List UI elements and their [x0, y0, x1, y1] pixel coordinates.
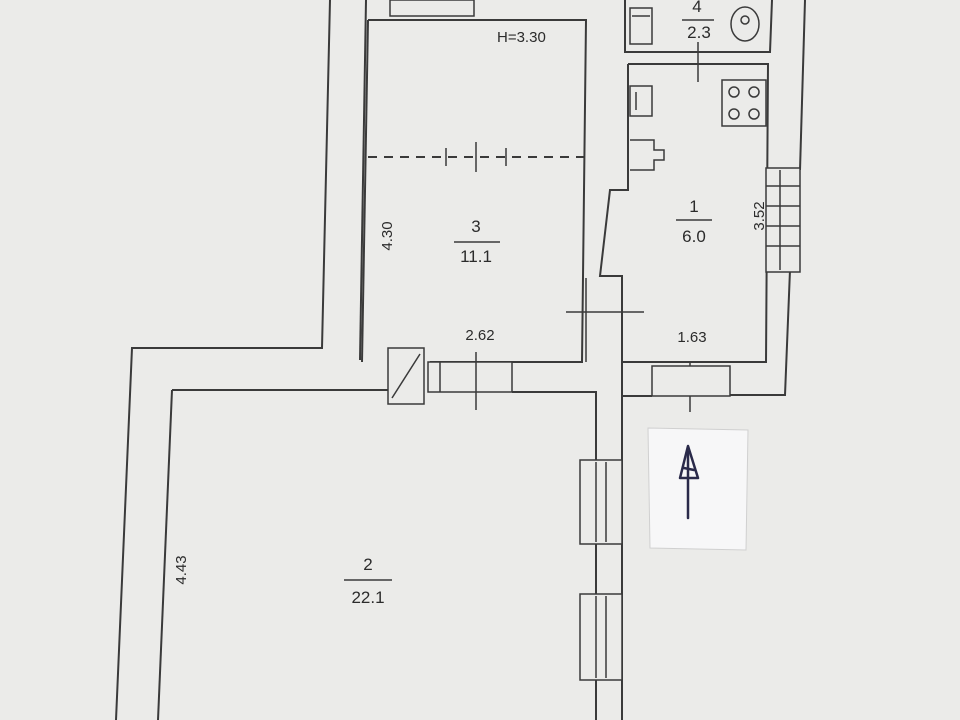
- room-3-area: 11.1: [460, 247, 492, 266]
- room-2-number: 2: [363, 555, 372, 574]
- room-4-walls: [624, 0, 773, 82]
- window-top: [389, 0, 475, 17]
- room-1-width-dimension: 1.63: [677, 329, 706, 346]
- room-3-height-dimension: 4.30: [379, 221, 396, 250]
- room-1-number: 1: [689, 197, 698, 216]
- window-right: [765, 167, 801, 273]
- room-3-number: 3: [471, 217, 480, 236]
- room-1-height-dimension: 3.52: [751, 201, 768, 230]
- room-2-walls: [157, 389, 623, 720]
- ceiling-height-label: H=3.30: [497, 29, 546, 46]
- room-3-width-dimension: 2.62: [465, 327, 494, 344]
- north-arrow-note: [647, 427, 749, 551]
- room-2-height-dimension: 4.43: [173, 555, 190, 584]
- room-1-area: 6.0: [682, 227, 706, 246]
- room-4-number: 4: [692, 0, 701, 16]
- north-arrow-icon: [678, 444, 700, 520]
- room-4-area: 2.3: [687, 23, 711, 42]
- outer-walls: [115, 0, 806, 720]
- room-2-area: 22.1: [351, 588, 384, 607]
